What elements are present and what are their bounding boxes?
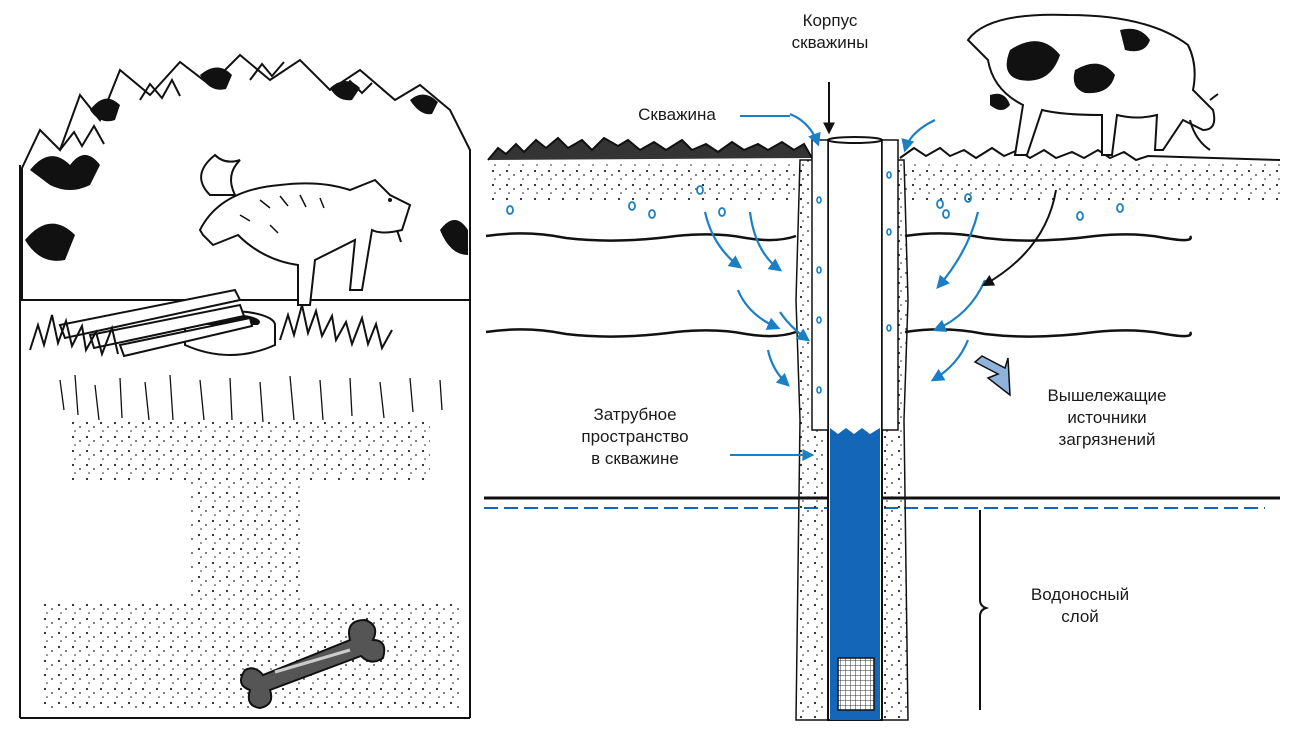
well-screen-icon: [837, 657, 875, 711]
pollution-sources-label: Вышележащие источники загрязнений: [1022, 385, 1192, 451]
sources-label-line-2: источники: [1067, 408, 1147, 427]
casing-label-line-1: Корпус: [802, 11, 858, 30]
annulus-label-line-2: пространство: [581, 427, 689, 446]
sources-label-line-3: загрязнений: [1058, 430, 1156, 449]
casing-label: Корпус скважины: [770, 10, 890, 54]
annulus-label-line-1: Затрубное: [593, 405, 677, 424]
cross-section: [484, 13, 1281, 721]
bone-icon: [240, 618, 386, 710]
contaminant-flow-arrows: [703, 112, 987, 387]
dog-icon: [198, 153, 412, 306]
well-label-text: Скважина: [638, 105, 716, 124]
well-water-column: [830, 428, 880, 720]
old-well-icon: [58, 288, 276, 358]
aquifer-label-line-2: слой: [1061, 607, 1099, 626]
annulus-label: Затрубное пространство в скважине: [555, 404, 715, 470]
cow-icon: [966, 13, 1219, 156]
left-scene-illustration: [19, 53, 471, 719]
casing-label-line-2: скважины: [791, 33, 869, 52]
sources-arrow-icon: [973, 355, 1011, 397]
aquifer-label: Водоносный слой: [1020, 584, 1140, 628]
aquifer-label-line-1: Водоносный: [1030, 585, 1130, 604]
sources-label-line-1: Вышележащие: [1047, 386, 1167, 405]
annulus-label-line-3: в скважине: [591, 449, 679, 468]
aquifer-bracket: [979, 510, 990, 710]
well-label: Скважина: [612, 104, 742, 126]
